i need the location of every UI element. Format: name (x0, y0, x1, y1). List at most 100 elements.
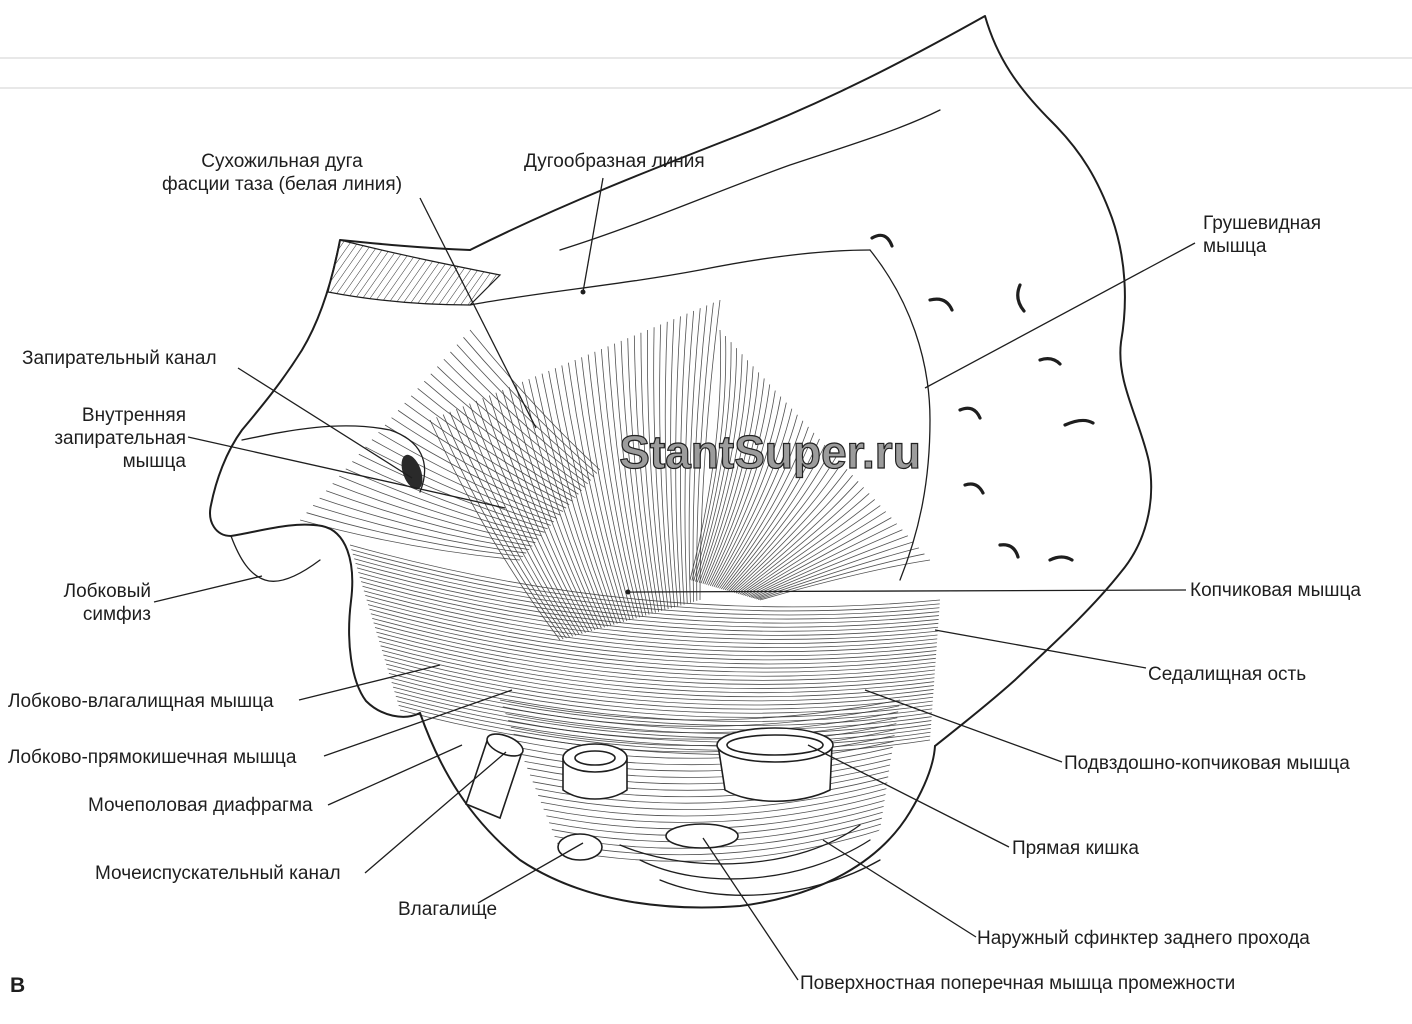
muscle-fiber (362, 585, 938, 644)
leader-piriformis (924, 242, 1196, 389)
muscle-fiber (352, 461, 545, 533)
muscle-fiber (374, 627, 936, 681)
muscle-fiber (363, 590, 938, 649)
muscle-fiber (449, 411, 570, 638)
pubic-symphysis-edge (230, 535, 321, 582)
muscle-fiber (689, 329, 722, 581)
muscle-fiber (326, 490, 533, 547)
muscle-fiber (664, 321, 675, 608)
muscle-fiber (554, 368, 621, 623)
muscle-fiber (724, 444, 826, 591)
muscle-fiber (379, 640, 935, 694)
label-tendinous-arch: Сухожильная дуга фасции таза (белая лини… (161, 151, 403, 195)
muscle-fiber (698, 360, 749, 583)
muscle-fiber (345, 468, 542, 537)
muscle-fiber (510, 723, 897, 746)
muscle-fiber (722, 438, 820, 590)
leader-puborectalis (323, 689, 513, 757)
muscle-fiber (702, 372, 760, 584)
muscle-fiber (354, 558, 940, 620)
muscle-fiber (391, 682, 932, 731)
muscle-fiber (607, 346, 647, 616)
muscle-fiber (706, 384, 771, 585)
panel-letter: В (10, 974, 26, 997)
label-rectum: Прямая кишка (1012, 838, 1139, 859)
muscle-fiber (516, 735, 895, 759)
muscle-fiber (541, 373, 615, 625)
muscle-fiber (378, 431, 558, 519)
muscle-fiber (746, 517, 892, 597)
muscle-fiber (423, 380, 579, 495)
muscle-fiber (680, 313, 688, 605)
muscle-fiber (502, 389, 596, 631)
ilium-sacrum-contour (469, 15, 1153, 747)
label-urethra: Мочеиспускательный канал (95, 863, 341, 884)
muscle-fiber (713, 408, 793, 588)
label-urogenital-diaphragm: Мочеполовая диафрагма (88, 795, 313, 816)
leader-superficial-transverse-perineal (702, 837, 799, 981)
muscle-fiber (339, 475, 539, 540)
muscle-fiber (377, 636, 935, 689)
coccygeus-marker (625, 589, 631, 595)
muscle-fiber (499, 699, 901, 721)
muscle-fiber (684, 310, 695, 604)
muscle-fiber (675, 316, 682, 606)
muscle-fiber (508, 387, 599, 630)
muscle-fiber (352, 553, 940, 616)
muscle-fiber (715, 414, 798, 588)
muscle-fiber (535, 376, 612, 626)
muscle-fiber (502, 705, 900, 727)
leader-vagina (477, 842, 584, 904)
sacral-foramina (870, 233, 1095, 562)
muscle-fiber (397, 700, 931, 747)
muscle-fiber (700, 366, 754, 584)
leader-ischial-spine (934, 629, 1147, 669)
leader-urogenital-diaphragm (327, 744, 463, 806)
muscle-fiber (387, 668, 933, 718)
muscle-fiber (508, 717, 898, 740)
label-pubic-symphysis: Лобковый симфиз (63, 581, 151, 625)
leader-lines (153, 177, 1196, 981)
pelvic-floor-lower-contour (419, 712, 936, 909)
muscle-fiber (430, 373, 582, 492)
muscle-fiber (388, 672, 933, 722)
leader-external-anal-sphincter (822, 839, 977, 938)
muscle-fiber (513, 729, 896, 753)
muscle-fiber (397, 410, 567, 509)
muscle-fiber (319, 497, 530, 551)
label-superficial-transverse-perineal: Поверхностная поперечная мышца промежнос… (800, 973, 1236, 994)
muscle-fiber (462, 406, 577, 636)
muscle-fiber (745, 511, 887, 597)
muscle-fiber (417, 388, 576, 499)
rectum-tube (716, 727, 834, 802)
pelvic-brim (559, 109, 941, 251)
muscle-fiber (367, 604, 937, 661)
label-external-anal-sphincter: Наружный сфинктер заднего прохода (977, 928, 1310, 949)
muscle-fiber (688, 308, 701, 603)
muscle-fiber (482, 398, 586, 633)
muscle-fiber (692, 305, 708, 602)
muscle-fiber (376, 631, 935, 685)
muscle-fiber (614, 343, 650, 615)
muscle-fiber (359, 576, 939, 636)
muscle-fiber (711, 402, 787, 587)
muscle-fiber (737, 487, 864, 595)
label-arcuate-line: Дугообразная линия (524, 151, 705, 172)
muscle-fiber (719, 426, 809, 589)
label-obturator-canal: Запирательный канал (22, 348, 217, 369)
muscle-fiber (620, 340, 653, 614)
leader-urethra (364, 751, 507, 874)
leader-tendinous-arch (419, 197, 537, 429)
muscle-fiber (732, 468, 848, 593)
muscle-fiber (540, 788, 887, 817)
ilium-shaded-wedge (327, 239, 502, 306)
muscle-fiber (381, 650, 934, 702)
muscle-fiber (505, 711, 899, 734)
muscle-fiber (752, 535, 909, 599)
muscle-fiber (355, 562, 939, 624)
muscle-fiber (528, 379, 609, 627)
muscle-fiber (410, 395, 573, 502)
muscle-fiber (548, 370, 618, 624)
leader-obturator-internus (187, 436, 506, 509)
